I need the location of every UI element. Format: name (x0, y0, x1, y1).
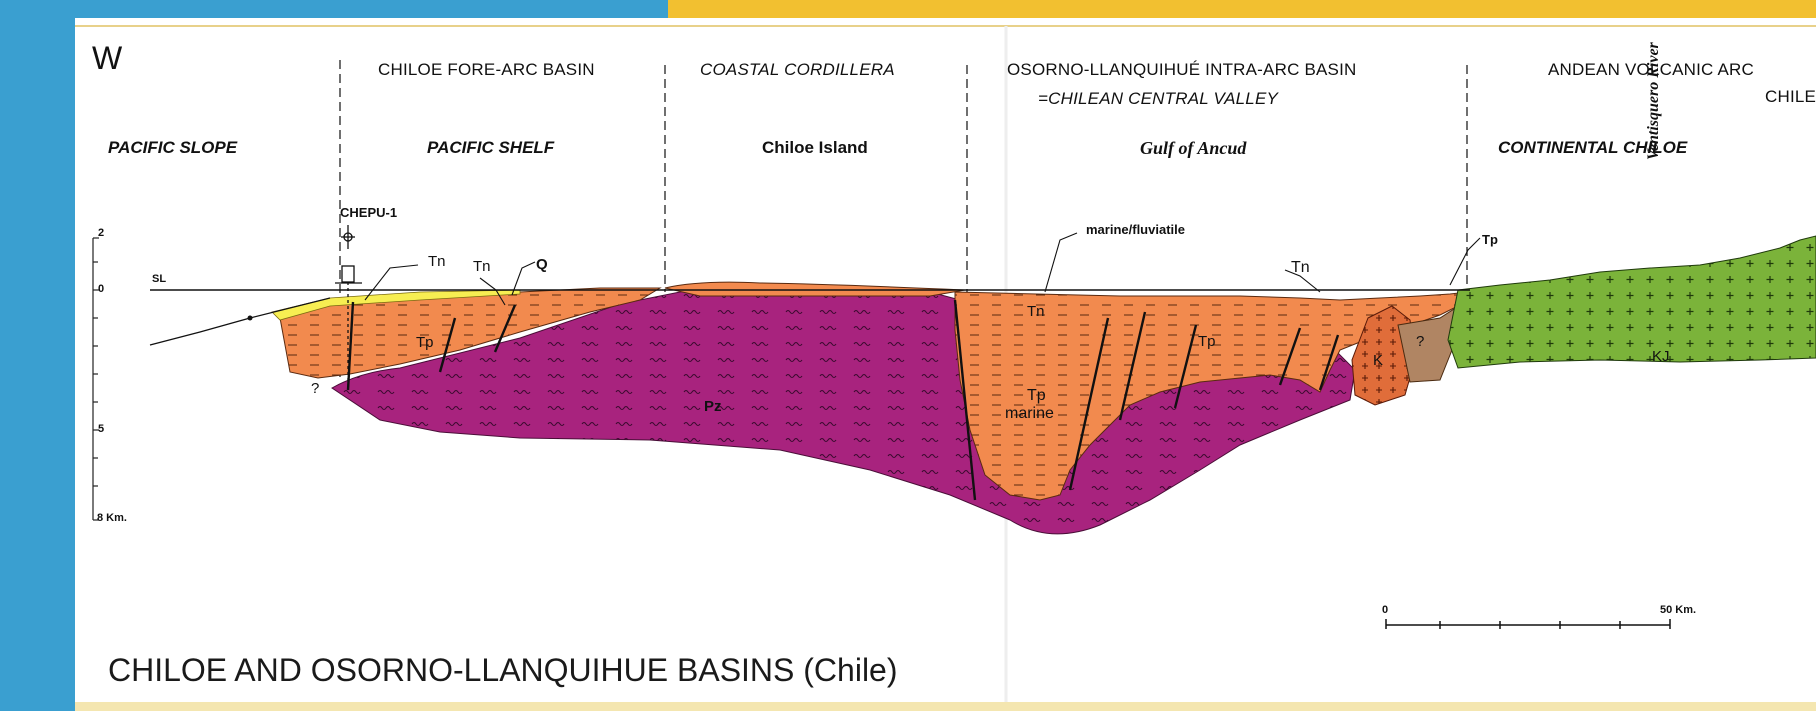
region-coastal-cordillera: COASTAL CORDILLERA (700, 60, 895, 80)
depth-tick-0: 0 (98, 283, 104, 295)
unit-kj: KJ (1652, 348, 1670, 365)
unit-tn-forearc-2: Tn (473, 258, 491, 275)
region-intra-arc-basin: OSORNO-LLANQUIHUÉ INTRA-ARC BASIN (1007, 60, 1356, 80)
slope-marker (248, 316, 253, 321)
scale-bar-start: 0 (1382, 604, 1388, 616)
frame-left-blue (0, 0, 75, 711)
unit-tn-intra-arc: Tn (1027, 303, 1045, 320)
subregion-pacific-slope: PACIFIC SLOPE (108, 138, 237, 158)
unknown-arc: ? (1416, 333, 1424, 350)
depth-tick-8km: 8 Km. (97, 512, 127, 524)
figure-title: CHILOE AND OSORNO-LLANQUIHUE BASINS (Chi… (108, 652, 898, 689)
region-central-valley: =CHILEAN CENTRAL VALLEY (1038, 89, 1278, 109)
region-chile-cut: CHILE (1765, 87, 1816, 107)
frame-bottom-strip (75, 702, 1816, 711)
unit-tp-forearc: Tp (416, 334, 434, 351)
region-fore-arc-basin: CHILOE FORE-ARC BASIN (378, 60, 595, 80)
marine-label: marine (1005, 405, 1054, 423)
unit-tp-intra-arc: Tp (1027, 387, 1046, 405)
scale-bar-end: 50 Km. (1660, 604, 1696, 616)
unit-tn-forearc-1: Tn (428, 253, 446, 270)
unit-tn-gulf: Tn (1291, 259, 1310, 277)
marine-fluviatile-label: marine/fluviatile (1086, 222, 1185, 237)
subregion-gulf-of-ancud: Gulf of Ancud (1140, 138, 1246, 159)
unit-pz: Pz (704, 398, 722, 415)
unit-q: Q (536, 256, 548, 273)
unit-k: K (1373, 352, 1383, 369)
unit-tp-arc: Tp (1482, 232, 1498, 247)
depth-tick-2: 2 (98, 227, 104, 239)
subregion-chiloe-island: Chiloe Island (762, 138, 868, 158)
unit-tp-gulf: Tp (1198, 333, 1216, 350)
subregion-pacific-shelf: PACIFIC SHELF (427, 138, 554, 158)
frame-top-blue (0, 0, 668, 18)
orientation-west: W (92, 40, 122, 77)
frame-top-yellow (668, 0, 1816, 18)
river-ventisquero: Ventisquero River (1645, 42, 1663, 160)
unknown-forearc: ? (311, 380, 319, 397)
well-label: CHEPU-1 (340, 205, 397, 220)
sea-level-label: SL (152, 273, 166, 285)
depth-tick-5: 5 (98, 423, 104, 435)
